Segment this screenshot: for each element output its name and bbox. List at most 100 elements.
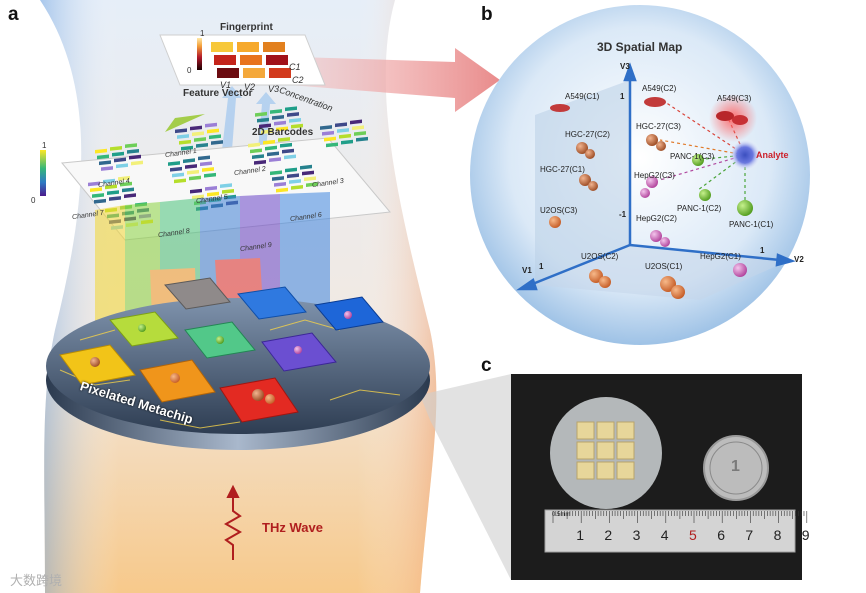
- barcode-stripe: [306, 182, 318, 187]
- point-label-panc1-c2: PANC-1(C2): [677, 204, 722, 213]
- barcode-stripe: [109, 196, 121, 201]
- feature-vector-label: Feature Vector: [183, 88, 253, 99]
- barcode-stripe: [350, 119, 362, 125]
- coin: [703, 435, 769, 501]
- barcode-plane-gradient-edge: [165, 114, 205, 132]
- barcode-stripe: [287, 173, 299, 179]
- point-label-u2os-c1: U2OS(C1): [645, 262, 683, 271]
- barcode-stripe: [285, 167, 297, 173]
- barcode-stripe: [129, 154, 141, 160]
- barcode-stripe: [205, 185, 217, 191]
- barcode-stripe: [326, 142, 338, 148]
- point-label-a549-c3: A549(C3): [717, 94, 752, 103]
- barcode-colorbar: [40, 150, 46, 196]
- barcode-stripe: [263, 139, 275, 145]
- barcode-stripe: [250, 148, 262, 154]
- fingerprint-colorbar: [197, 38, 202, 70]
- barcode-stripe: [189, 175, 201, 181]
- barcode-stripe: [280, 142, 292, 148]
- panel-label-c: c: [481, 355, 492, 376]
- coin-denomination: 1: [731, 458, 740, 475]
- barcode-stripe: [198, 155, 210, 161]
- barcode-stripe: [110, 145, 122, 151]
- fingerprint-heatmap: [211, 42, 291, 78]
- barcode-stripe: [285, 106, 297, 112]
- barcode-stripe: [209, 134, 221, 140]
- barcode-stripe: [116, 163, 128, 169]
- barcode-stripe: [274, 120, 286, 126]
- barcode-stripe: [97, 154, 109, 160]
- barcode-stripe: [354, 131, 366, 136]
- barcode-stripe: [222, 189, 234, 194]
- barcode-stripe: [200, 161, 212, 167]
- barcode-stripe: [284, 154, 296, 160]
- barcode-stripe: [107, 190, 119, 196]
- pad-cells: [90, 311, 352, 404]
- barcode-stripe: [300, 164, 312, 170]
- barcode-stripe: [105, 184, 117, 190]
- barcode-stripe: [187, 169, 199, 175]
- barcode-stripe: [261, 129, 273, 135]
- barcode-stripe: [92, 193, 104, 198]
- barcode-stripe: [88, 181, 100, 187]
- barcode-stripe: [118, 175, 130, 181]
- barcode-stripe: [185, 164, 197, 169]
- barcode-stripe: [341, 139, 353, 145]
- barcode-stripe: [181, 145, 193, 151]
- barcode-stripe: [248, 142, 260, 148]
- fingerprint-col-label-3: V3: [268, 84, 280, 94]
- barcode-stripe: [202, 167, 214, 172]
- point-label-panc1-c3: PANC-1(C3): [670, 152, 715, 161]
- point-label-hgc27-c1: HGC-27(C1): [540, 165, 585, 174]
- barcode-stripe: [267, 151, 279, 157]
- barcode-stripe: [90, 187, 102, 193]
- barcode-stripe: [174, 178, 186, 184]
- barcode-stripe: [190, 188, 202, 194]
- ruler-number: 3: [632, 527, 641, 543]
- barcode-stripe: [289, 117, 301, 123]
- barcode-stripe: [101, 166, 113, 171]
- barcode-stripe: [131, 160, 143, 166]
- barcode-stripe: [289, 179, 301, 184]
- barcode-stripe: [94, 198, 106, 204]
- barcode-stripe: [272, 114, 284, 120]
- barcode-stripe: [196, 142, 208, 148]
- barcode-stripe: [291, 184, 303, 190]
- barcode-stripe: [120, 181, 132, 187]
- panel-label-b: b: [481, 4, 493, 25]
- barcode-stripe: [352, 125, 364, 131]
- ruler-number: 9: [801, 527, 810, 543]
- watermark: 大数跨境: [10, 574, 63, 589]
- barcode-stripe: [175, 128, 187, 134]
- spatial-map-cells: [549, 94, 761, 299]
- barcode-stripe: [337, 128, 349, 133]
- barcode-stripe: [287, 112, 299, 117]
- barcode-stripe: [205, 122, 217, 128]
- ruler-number: 4: [660, 527, 669, 543]
- barcode-stripe: [168, 161, 180, 166]
- barcode-stripe: [114, 157, 126, 163]
- wafer-chips: [576, 421, 635, 480]
- barcode-stripe: [252, 154, 264, 160]
- ruler-unit: 0.5mm: [552, 512, 571, 518]
- spatial-map-axes: [515, 62, 796, 291]
- barcode-stripe: [278, 137, 290, 142]
- barcode-stripe: [257, 117, 269, 123]
- barcode-stripe: [122, 187, 134, 193]
- analyte-label: Analyte: [756, 150, 789, 160]
- barcode-stripe: [207, 128, 219, 134]
- barcode-stripe: [183, 158, 195, 164]
- barcode-stripe: [204, 172, 216, 178]
- barcode-stripe: [211, 140, 223, 145]
- axis-v3-tick-bottom: -1: [619, 210, 627, 219]
- barcode-stripe: [125, 143, 137, 148]
- ruler-number: 2: [604, 527, 613, 543]
- barcode-stripe: [270, 170, 282, 176]
- ruler-number: 6: [717, 527, 725, 543]
- point-label-hgc27-c3: HGC-27(C3): [636, 122, 681, 131]
- barcode-stripe: [304, 176, 316, 182]
- axis-v3-label: V3: [620, 62, 630, 71]
- barcode-stripe: [95, 148, 107, 154]
- metachip-circuits: [59, 319, 401, 429]
